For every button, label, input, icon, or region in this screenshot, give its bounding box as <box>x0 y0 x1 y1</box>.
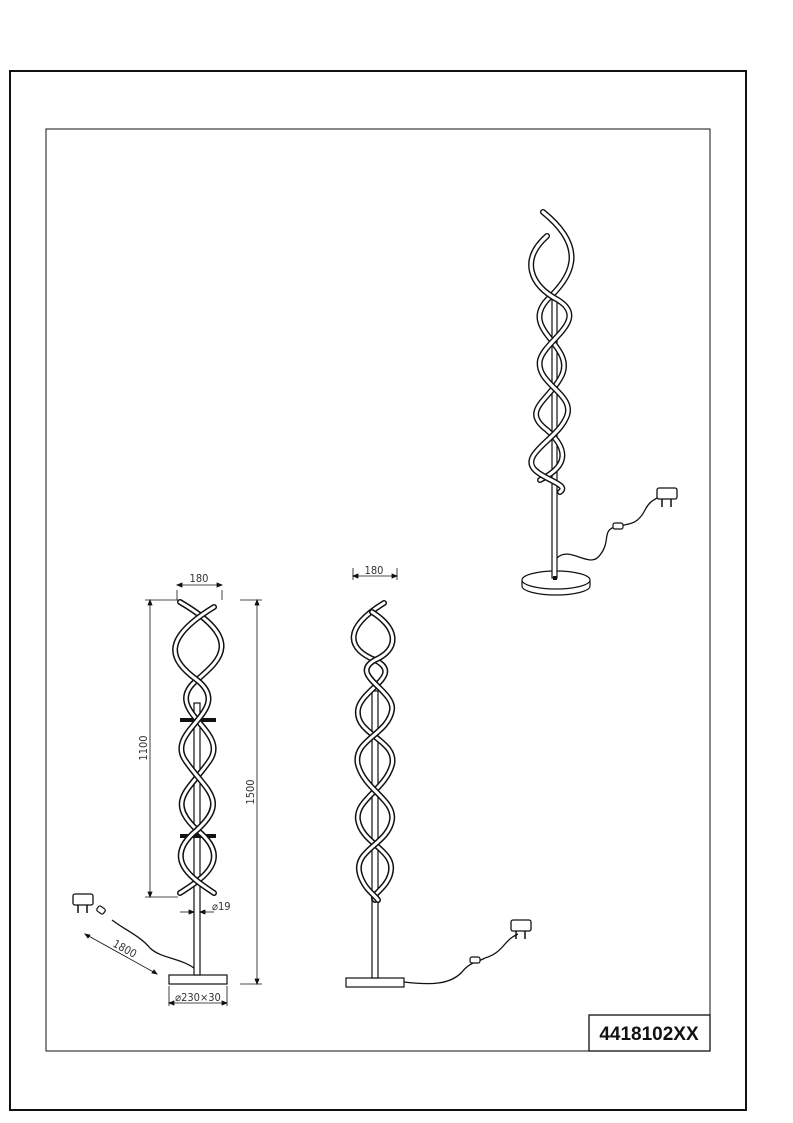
plug-adapter-icon <box>510 919 532 939</box>
side-view: 180 <box>345 564 532 988</box>
dim-front-width: 180 <box>190 572 209 585</box>
perspective-view <box>521 209 678 596</box>
dim-base: ⌀230×30 <box>175 991 221 1004</box>
dim-total-height: 1500 <box>244 779 257 804</box>
plug-adapter-icon <box>656 487 678 507</box>
plug-adapter-icon <box>72 893 94 913</box>
front-view: 180 1100 1500 ⌀19 1800 <box>72 572 262 1006</box>
dim-pole-diameter: ⌀19 <box>212 900 231 913</box>
product-code: 4418102XX <box>599 1024 699 1045</box>
title-block: 4418102XX <box>588 1014 711 1052</box>
dim-spiral-height: 1100 <box>137 735 150 760</box>
inner-frame <box>45 128 711 1052</box>
outer-frame <box>9 70 747 1111</box>
dim-side-width: 180 <box>365 564 384 577</box>
dim-cable-length: 1800 <box>111 937 139 961</box>
